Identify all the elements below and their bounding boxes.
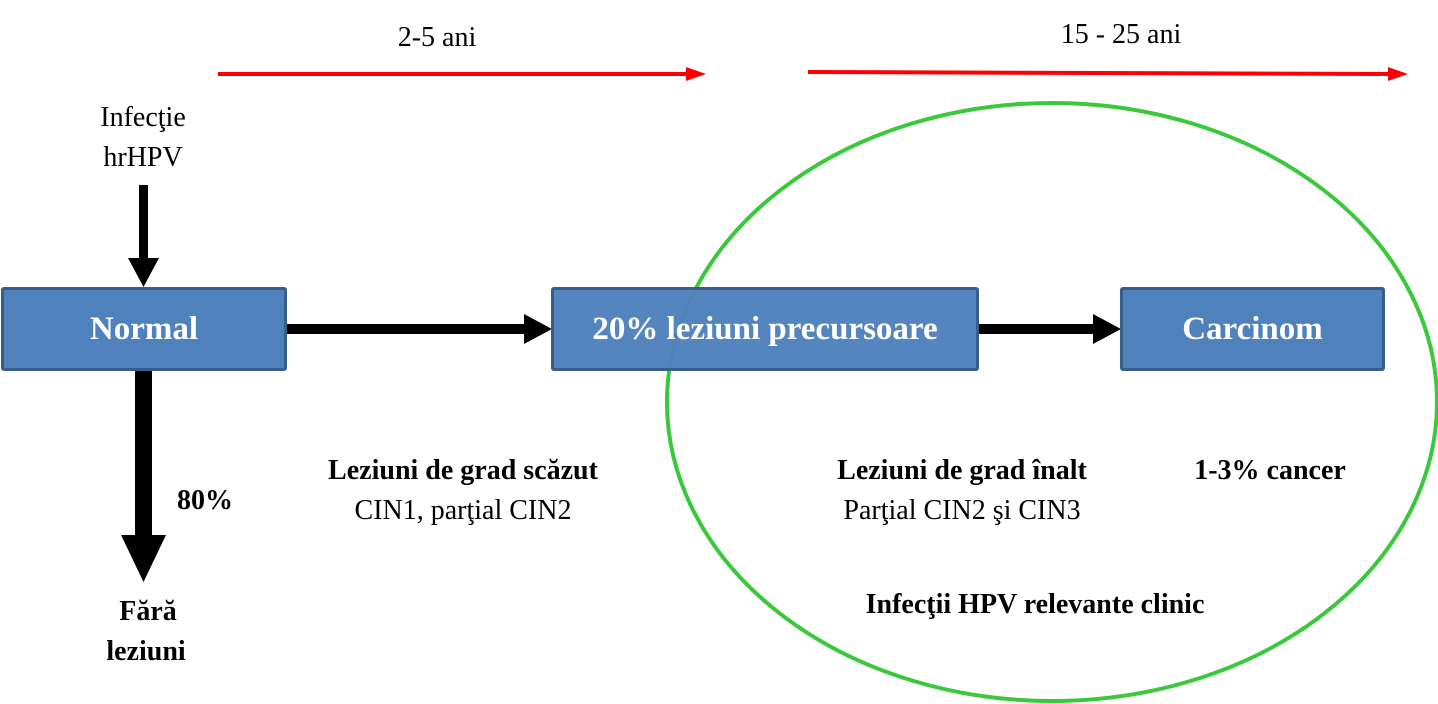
timeline-long-label: 15 - 25 ani [1060, 19, 1182, 50]
regression-percent: 80% [177, 485, 233, 516]
infection-label-2: hrHPV [103, 142, 183, 173]
normal-box: Normal [1, 287, 287, 371]
timeline-arrow-short [218, 67, 706, 81]
clinical-ellipse [665, 101, 1438, 703]
cancer-label: 1-3% cancer [1194, 455, 1346, 486]
normal-to-precursor-arrow [286, 314, 552, 344]
precursor-box: 20% leziuni precursoare [551, 287, 979, 371]
timeline-short-label: 2-5 ani [397, 22, 477, 53]
high-grade-detail: Parţial CIN2 şi CIN3 [843, 495, 1081, 526]
low-grade-title: Leziuni de grad scăzut [328, 455, 598, 486]
no-lesions-label-2: leziuni [106, 636, 186, 667]
infection-label-1: Infecţie [100, 102, 186, 133]
infection-arrow [128, 185, 159, 287]
low-grade-detail: CIN1, parţial CIN2 [354, 495, 572, 526]
precursor-to-carcinoma-arrow [978, 314, 1121, 344]
no-lesions-label-1: Fără [119, 596, 177, 627]
regression-arrow [121, 370, 166, 582]
carcinoma-box: Carcinom [1120, 287, 1385, 371]
timeline-arrow-long [807, 67, 1408, 81]
high-grade-title: Leziuni de grad înalt [837, 455, 1087, 486]
clinical-label: Infecţii HPV relevante clinic [865, 589, 1205, 620]
